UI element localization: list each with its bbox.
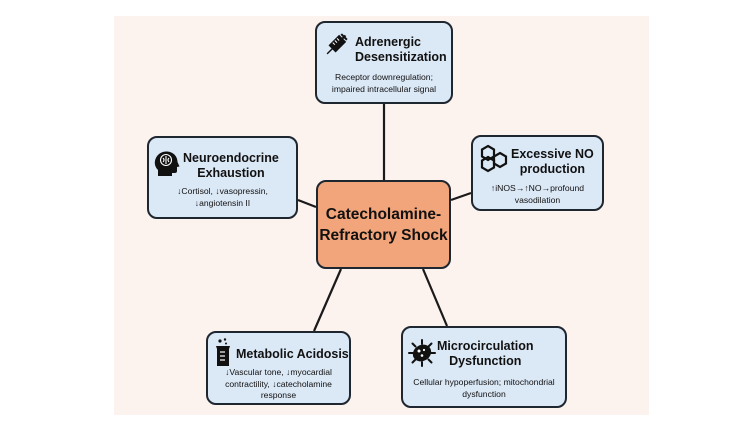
node-microcirculation-dysfunction: Microcirculation Dysfunction Cellular hy… — [401, 326, 567, 408]
micro-desc-line2: dysfunction — [462, 388, 506, 399]
connector-micro — [421, 268, 449, 327]
neuro-title-line1: Neuroendocrine — [183, 151, 279, 165]
micro-desc-line1: Cellular hypoperfusion; mitochondrial — [413, 377, 555, 387]
central-node: Catecholamine- Refractory Shock — [316, 180, 451, 269]
metabolic-title: Metabolic Acidosis — [236, 347, 349, 361]
node-excessive-no-production: Excessive NO production ↑iNOS→↑NO→profou… — [471, 135, 604, 211]
beaker-icon — [216, 338, 230, 366]
central-node-line1: Catecholamine- — [325, 205, 442, 223]
metabolic-desc-line2: contractility, ↓catecholamine — [225, 378, 332, 389]
adrenergic-title-line2: Desensitization — [355, 50, 447, 64]
connector-metabolic — [312, 268, 343, 332]
metabolic-desc-line3: response — [260, 390, 297, 400]
no-title-line2: production — [519, 162, 585, 176]
metabolic-desc-line1: ↓Vascular tone, ↓myocardial — [225, 367, 332, 377]
bacteria-icon — [408, 339, 436, 367]
no-title-line1: Excessive NO — [511, 147, 594, 161]
syringe-icon — [326, 33, 348, 55]
adrenergic-desc-line2: impaired intracellular signal — [331, 83, 437, 94]
brain-head-icon — [154, 151, 180, 176]
neuro-title-line2: Exhaustion — [197, 166, 265, 180]
node-adrenergic-desensitization: Adrenergic Desensitization Receptor down… — [315, 21, 453, 104]
adrenergic-desc-line1: Receptor downregulation; — [335, 72, 433, 82]
no-desc-line1: ↑iNOS→↑NO→profound — [490, 183, 585, 193]
molecule-icon — [480, 144, 508, 173]
micro-title-line2: Dysfunction — [449, 354, 522, 368]
neuro-desc-line1: ↓Cortisol, ↓vasopressin, — [177, 186, 268, 196]
node-neuroendocrine-exhaustion: Neuroendocrine Exhaustion ↓Cortisol, ↓va… — [147, 136, 298, 219]
micro-title-line1: Microcirculation — [437, 339, 534, 353]
node-metabolic-acidosis: Metabolic Acidosis ↓Vascular tone, ↓myoc… — [206, 331, 351, 405]
connector-neuro — [297, 198, 317, 209]
adrenergic-title-line1: Adrenergic — [355, 35, 421, 49]
no-desc-line2: vasodilation — [514, 194, 561, 205]
central-node-line2: Refractory Shock — [319, 226, 448, 244]
neuro-desc-line2: ↓angiotensin II — [194, 197, 251, 208]
connector-no — [450, 191, 472, 202]
